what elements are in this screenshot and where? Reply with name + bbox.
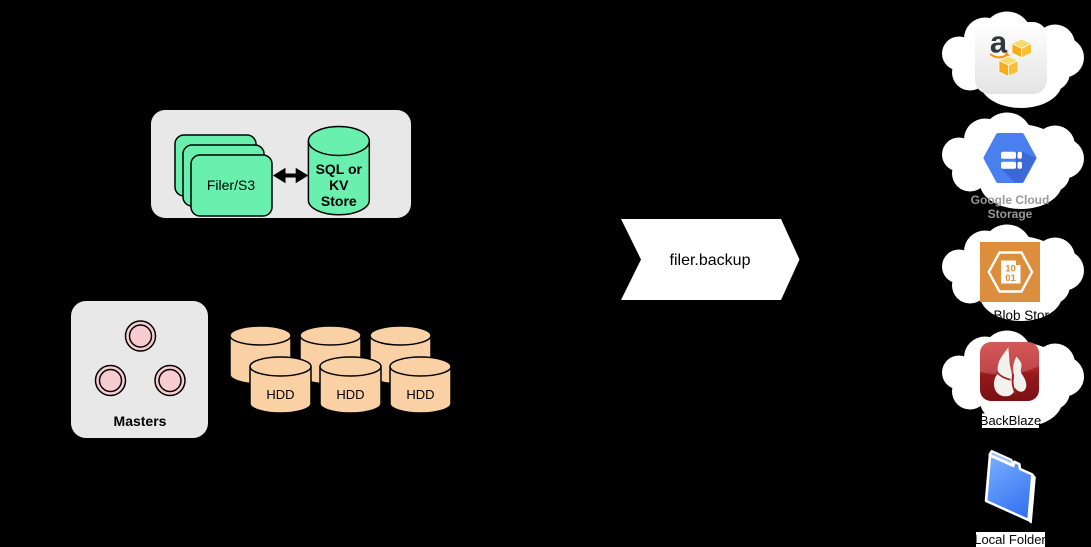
svg-text:HDD: HDD <box>406 387 434 402</box>
svg-text:HDD: HDD <box>266 387 294 402</box>
svg-text:10: 10 <box>1005 264 1016 275</box>
svg-text:Masters: Masters <box>114 413 167 429</box>
svg-text:Storage: Storage <box>988 207 1033 221</box>
svg-text:SQL or: SQL or <box>316 161 363 177</box>
svg-text:BackBlaze: BackBlaze <box>980 413 1041 428</box>
svg-text:HDD: HDD <box>336 387 364 402</box>
svg-text:01: 01 <box>1005 273 1016 284</box>
svg-text:a: a <box>990 25 1008 60</box>
svg-text:Google Cloud: Google Cloud <box>971 193 1050 207</box>
svg-text:filer.backup: filer.backup <box>670 252 751 269</box>
svg-text:Local Folder: Local Folder <box>974 532 1046 547</box>
svg-text:KV: KV <box>329 177 349 193</box>
svg-text:Store: Store <box>321 193 357 209</box>
svg-text:Blob Storage: Blob Storage <box>994 308 1072 323</box>
svg-text:Filer/S3: Filer/S3 <box>207 177 255 193</box>
